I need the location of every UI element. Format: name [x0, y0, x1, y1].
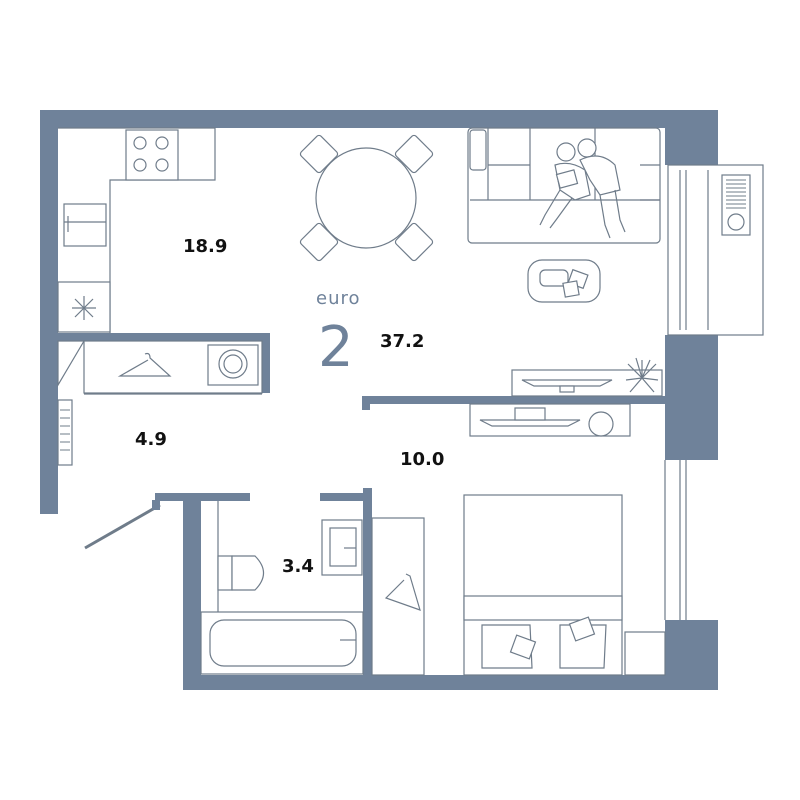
area-labels: 18.9 4.9 10.0 3.4 37.2 euro 2: [135, 236, 444, 577]
bed-icon: [463, 494, 623, 676]
people-icon: [539, 138, 626, 239]
hallway-partition-stub: [262, 333, 270, 393]
top-wall: [40, 110, 718, 128]
dining-table-icon: [299, 134, 434, 262]
bedroom-partition-stub: [362, 396, 370, 410]
tv-stand-icon: [511, 369, 663, 397]
bathroom-top-wall-right: [320, 493, 370, 501]
tv-stand-icon: [469, 403, 631, 437]
cooktop-icon: [125, 129, 179, 181]
bathroom-furniture: [200, 501, 364, 675]
washing-machine-icon: [207, 344, 259, 386]
coffee-table-icon: [527, 259, 601, 303]
door-icon[interactable]: [84, 503, 161, 550]
apartment-type-label: euro: [316, 288, 361, 309]
corner-shelf: [57, 340, 86, 388]
oven-icon: [63, 203, 107, 247]
hallway-area-label: 4.9: [135, 429, 167, 450]
bedroom-area-label: 10.0: [400, 449, 444, 470]
kitchen-furniture: [57, 127, 216, 333]
bathroom-area-label: 3.4: [282, 556, 314, 577]
right-wall-middle: [665, 335, 718, 460]
kitchen-counter: [58, 127, 216, 333]
bedroom-furniture: [371, 403, 687, 676]
total-area-label: 37.2: [380, 331, 424, 352]
bathroom-top-wall-left: [155, 493, 250, 501]
ac-unit-icon: [667, 164, 764, 336]
fridge-icon: [57, 281, 111, 333]
bathroom-left-wall: [183, 496, 201, 690]
toilet-icon: [217, 555, 265, 591]
plant-icon: [625, 357, 659, 393]
door-hinge: [152, 500, 160, 510]
radiator-icon: [57, 399, 73, 466]
bottom-wall: [183, 675, 718, 690]
hanger-icon: [117, 352, 172, 377]
bedroom-partition: [362, 396, 665, 404]
left-wall: [40, 110, 58, 514]
right-wall-upper: [665, 110, 718, 165]
kitchen-area-label: 18.9: [183, 236, 227, 257]
hallway-furniture: [57, 340, 263, 466]
rooms-count: 2: [318, 315, 354, 380]
kitchen-partition: [58, 333, 268, 341]
nightstand: [624, 631, 666, 676]
bathroom-right-wall: [363, 488, 372, 678]
walls: [40, 110, 718, 690]
sink-icon: [321, 519, 363, 576]
entrance-door[interactable]: [84, 500, 161, 550]
wardrobe-icon: [371, 517, 425, 676]
bathtub-icon: [200, 611, 364, 675]
